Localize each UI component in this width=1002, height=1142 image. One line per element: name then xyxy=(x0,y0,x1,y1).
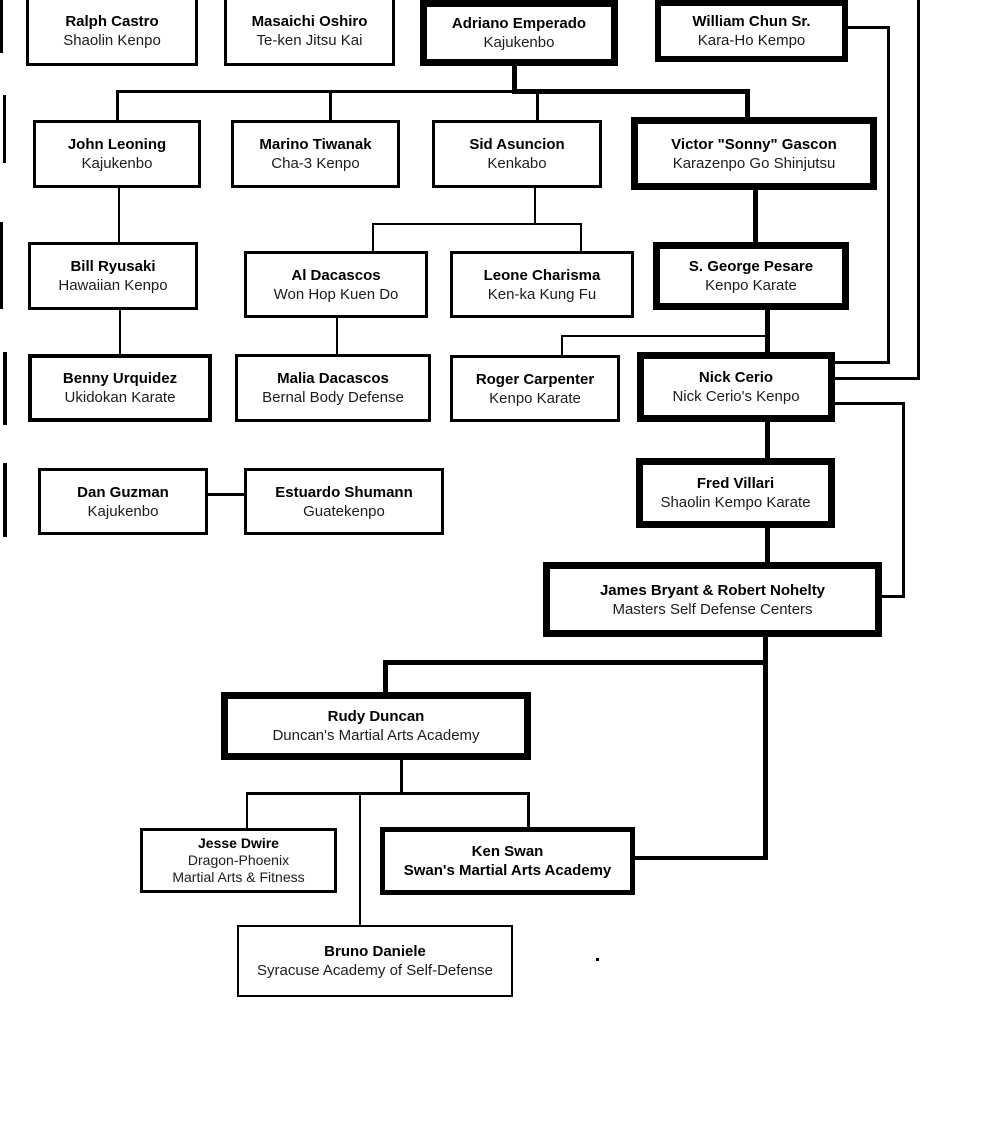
node-bill-ryusaki: Bill Ryusaki Hawaiian Kenpo xyxy=(28,242,198,310)
edge-emperado-drop xyxy=(512,66,517,92)
edge-guzman-shumann xyxy=(208,493,244,496)
edge-chun-cerio-hline-bottom xyxy=(835,361,890,364)
node-sid-asuncion: Sid Asuncion Kenkabo xyxy=(432,120,602,188)
node-ralph-castro: Ralph Castro Shaolin Kenpo xyxy=(26,0,198,66)
edge-leoning-ryusaki xyxy=(118,188,120,242)
edge-drop-duncan xyxy=(383,660,388,692)
node-malia-dacascos: Malia Dacascos Bernal Body Defense xyxy=(235,354,431,422)
edge-pesare-carpenter-hline xyxy=(561,335,767,337)
edge-drop-dwire xyxy=(246,792,248,828)
node-roger-carpenter: Roger Carpenter Kenpo Karate xyxy=(450,355,620,422)
edge-emperado-children-hline-thin xyxy=(116,90,516,93)
edge-chun-cerio-hline-top xyxy=(848,26,890,29)
node-estuardo-shumann: Estuardo Shumann Guatekenpo xyxy=(244,468,444,535)
edge-al-malia-dacascos xyxy=(336,318,338,354)
node-al-dacascos: Al Dacascos Won Hop Kuen Do xyxy=(244,251,428,318)
edge-chun-cerio-vline xyxy=(887,26,890,364)
edge-pesare-cerio xyxy=(765,310,770,352)
stray-dot xyxy=(596,958,599,961)
node-adriano-emperado: Adriano Emperado Kajukenbo xyxy=(420,0,618,66)
edge-villari-bryant xyxy=(765,528,770,562)
edge-cerio-bryant-hline-bottom xyxy=(882,595,905,598)
edge-drop-gascon xyxy=(745,89,750,117)
node-benny-urquidez: Benny Urquidez Ukidokan Karate xyxy=(28,354,212,422)
node-william-chun-sr: William Chun Sr. Kara-Ho Kempo xyxy=(655,0,848,62)
edge-ryusaki-urquidez xyxy=(119,310,121,354)
cutoff-box-fragment xyxy=(3,463,7,537)
node-fred-villari: Fred Villari Shaolin Kempo Karate xyxy=(636,458,835,528)
node-rudy-duncan: Rudy Duncan Duncan's Martial Arts Academ… xyxy=(221,692,531,760)
edge-duncan-children-hline xyxy=(246,792,530,795)
node-nick-cerio: Nick Cerio Nick Cerio's Kenpo xyxy=(637,352,835,422)
edge-bryant-duncan-hline xyxy=(383,660,768,665)
node-ken-swan: Ken Swan Swan's Martial Arts Academy xyxy=(380,827,635,895)
edge-cerio-bryant-hline-top xyxy=(835,402,905,405)
edge-drop-al-dacascos xyxy=(372,223,374,251)
edge-asuncion-drop xyxy=(534,188,536,225)
edge-drop-carpenter xyxy=(561,335,563,355)
edge-drop-leoning xyxy=(116,90,119,120)
cutoff-box-fragment xyxy=(0,0,3,53)
node-dan-guzman: Dan Guzman Kajukenbo xyxy=(38,468,208,535)
edge-drop-charisma xyxy=(580,223,582,251)
node-john-leoning: John Leoning Kajukenbo xyxy=(33,120,201,188)
node-s-george-pesare: S. George Pesare Kenpo Karate xyxy=(653,242,849,310)
node-james-bryant-robert-nohelty: James Bryant & Robert Nohelty Masters Se… xyxy=(543,562,882,637)
edge-cerio-villari xyxy=(765,422,770,458)
edge-cerio-bryant-vline xyxy=(902,402,905,598)
node-jesse-dwire: Jesse Dwire Dragon-Phoenix Martial Arts … xyxy=(140,828,337,893)
edge-drop-asuncion xyxy=(536,90,539,120)
cutoff-box-fragment xyxy=(0,222,3,309)
edge-offscreen-cerio-hline xyxy=(835,377,920,380)
node-masaichi-oshiro: Masaichi Oshiro Te-ken Jitsu Kai xyxy=(224,0,395,66)
edge-gascon-pesare xyxy=(753,190,758,242)
node-victor-gascon: Victor "Sonny" Gascon Karazenpo Go Shinj… xyxy=(631,117,877,190)
edge-drop-daniele xyxy=(359,792,361,925)
edge-bryant-trunk-vline xyxy=(763,637,768,860)
node-bruno-daniele: Bruno Daniele Syracuse Academy of Self-D… xyxy=(237,925,513,997)
edge-asuncion-children-hline xyxy=(372,223,582,225)
cutoff-box-fragment xyxy=(3,95,6,163)
edge-emperado-children-hline-thick xyxy=(512,89,750,94)
edge-offscreen-cerio-vline xyxy=(917,0,920,380)
edge-drop-tiwanak xyxy=(329,90,332,120)
cutoff-box-fragment xyxy=(3,352,7,425)
node-marino-tiwanak: Marino Tiwanak Cha-3 Kenpo xyxy=(231,120,400,188)
edge-trunk-swan-hline xyxy=(635,856,765,860)
edge-drop-swan xyxy=(527,792,530,827)
node-leone-charisma: Leone Charisma Ken-ka Kung Fu xyxy=(450,251,634,318)
edge-duncan-drop xyxy=(400,760,403,794)
